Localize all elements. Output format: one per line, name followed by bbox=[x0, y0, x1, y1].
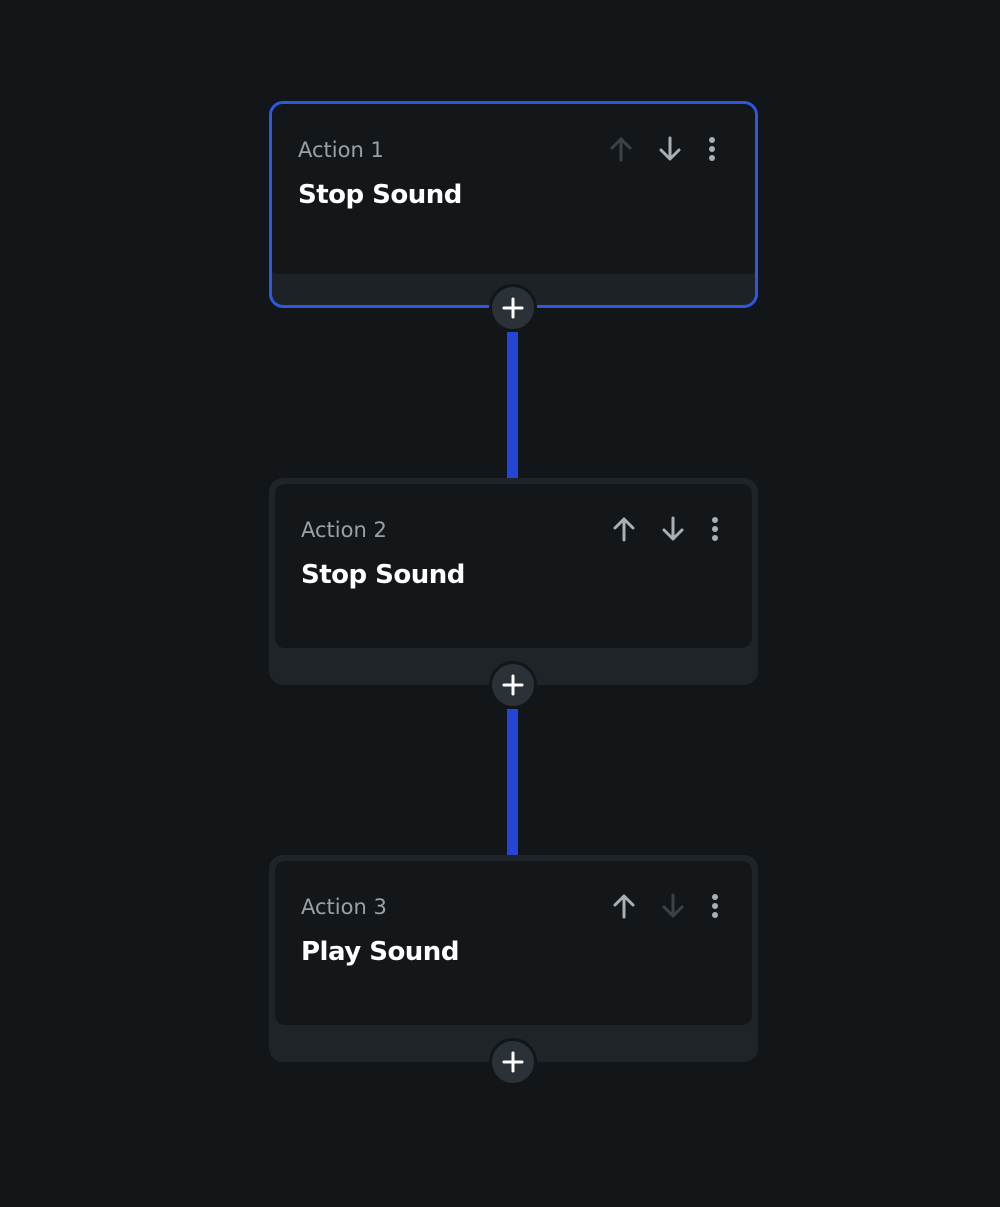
more-vertical-icon[interactable] bbox=[700, 514, 730, 544]
plus-icon bbox=[502, 297, 524, 319]
arrow-down-icon[interactable] bbox=[658, 514, 688, 544]
add-action-button[interactable] bbox=[489, 661, 537, 709]
more-vertical-icon[interactable] bbox=[697, 134, 727, 164]
action-card-body: Action 3 Play Sound bbox=[275, 861, 752, 1025]
action-card-2[interactable]: Action 2 Stop Sound bbox=[269, 478, 758, 685]
action-step-label: Action 3 bbox=[301, 895, 387, 919]
arrow-up-icon[interactable] bbox=[606, 134, 636, 164]
arrow-down-icon[interactable] bbox=[655, 134, 685, 164]
arrow-up-icon[interactable] bbox=[609, 891, 639, 921]
arrow-down-icon[interactable] bbox=[658, 891, 688, 921]
action-title: Play Sound bbox=[301, 937, 459, 967]
action-card-1[interactable]: Action 1 Stop Sound bbox=[269, 101, 758, 308]
arrow-up-icon[interactable] bbox=[609, 514, 639, 544]
connector-line bbox=[507, 332, 518, 479]
connector-line bbox=[507, 709, 518, 856]
action-title: Stop Sound bbox=[301, 560, 465, 590]
add-action-button[interactable] bbox=[489, 1038, 537, 1086]
plus-icon bbox=[502, 674, 524, 696]
add-action-button[interactable] bbox=[489, 284, 537, 332]
action-step-label: Action 1 bbox=[298, 138, 384, 162]
action-step-label: Action 2 bbox=[301, 518, 387, 542]
action-card-body: Action 1 Stop Sound bbox=[272, 104, 755, 274]
action-title: Stop Sound bbox=[298, 180, 462, 210]
action-card-3[interactable]: Action 3 Play Sound bbox=[269, 855, 758, 1062]
more-vertical-icon[interactable] bbox=[700, 891, 730, 921]
action-card-body: Action 2 Stop Sound bbox=[275, 484, 752, 648]
plus-icon bbox=[502, 1051, 524, 1073]
